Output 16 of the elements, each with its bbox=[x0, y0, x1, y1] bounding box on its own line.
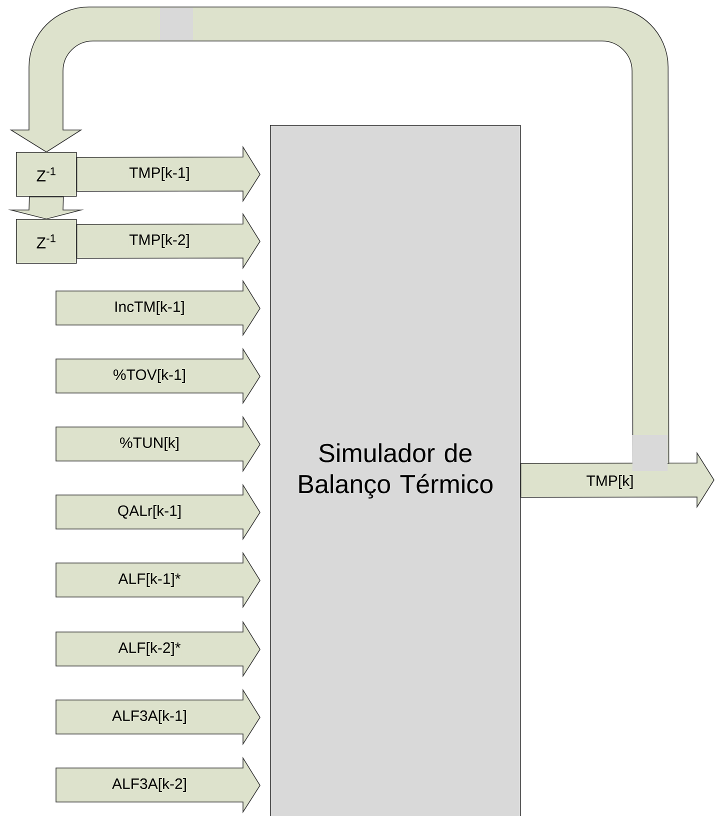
edge-label: ALF3A[k-2] bbox=[110, 777, 188, 793]
edge-label: TMP[k] bbox=[585, 474, 635, 490]
delay-block: Z$^{-1}$ bbox=[16, 152, 77, 197]
edge-label: TMP[k-2] bbox=[128, 233, 191, 249]
block-arrow bbox=[8, 196, 84, 220]
edge-label: ALF[k-2]* bbox=[117, 641, 182, 657]
simulator-block: Simulador de Balanço Térmico bbox=[270, 125, 521, 816]
edge-label: %TUN[k] bbox=[118, 436, 180, 452]
edge-label: %TOV[k-1] bbox=[112, 368, 188, 384]
edge-label: ALF[k-1]* bbox=[117, 572, 182, 588]
delay-block: Z$^{-1}$ bbox=[16, 218, 77, 264]
edge-label: QALr[k-1] bbox=[116, 504, 183, 520]
edge-label: TMP[k-1] bbox=[128, 166, 191, 182]
edge-label: IncTM[k-1] bbox=[113, 300, 186, 316]
edge-label: ALF3A[k-1] bbox=[110, 709, 188, 725]
block-arrow bbox=[10, 6, 670, 464]
